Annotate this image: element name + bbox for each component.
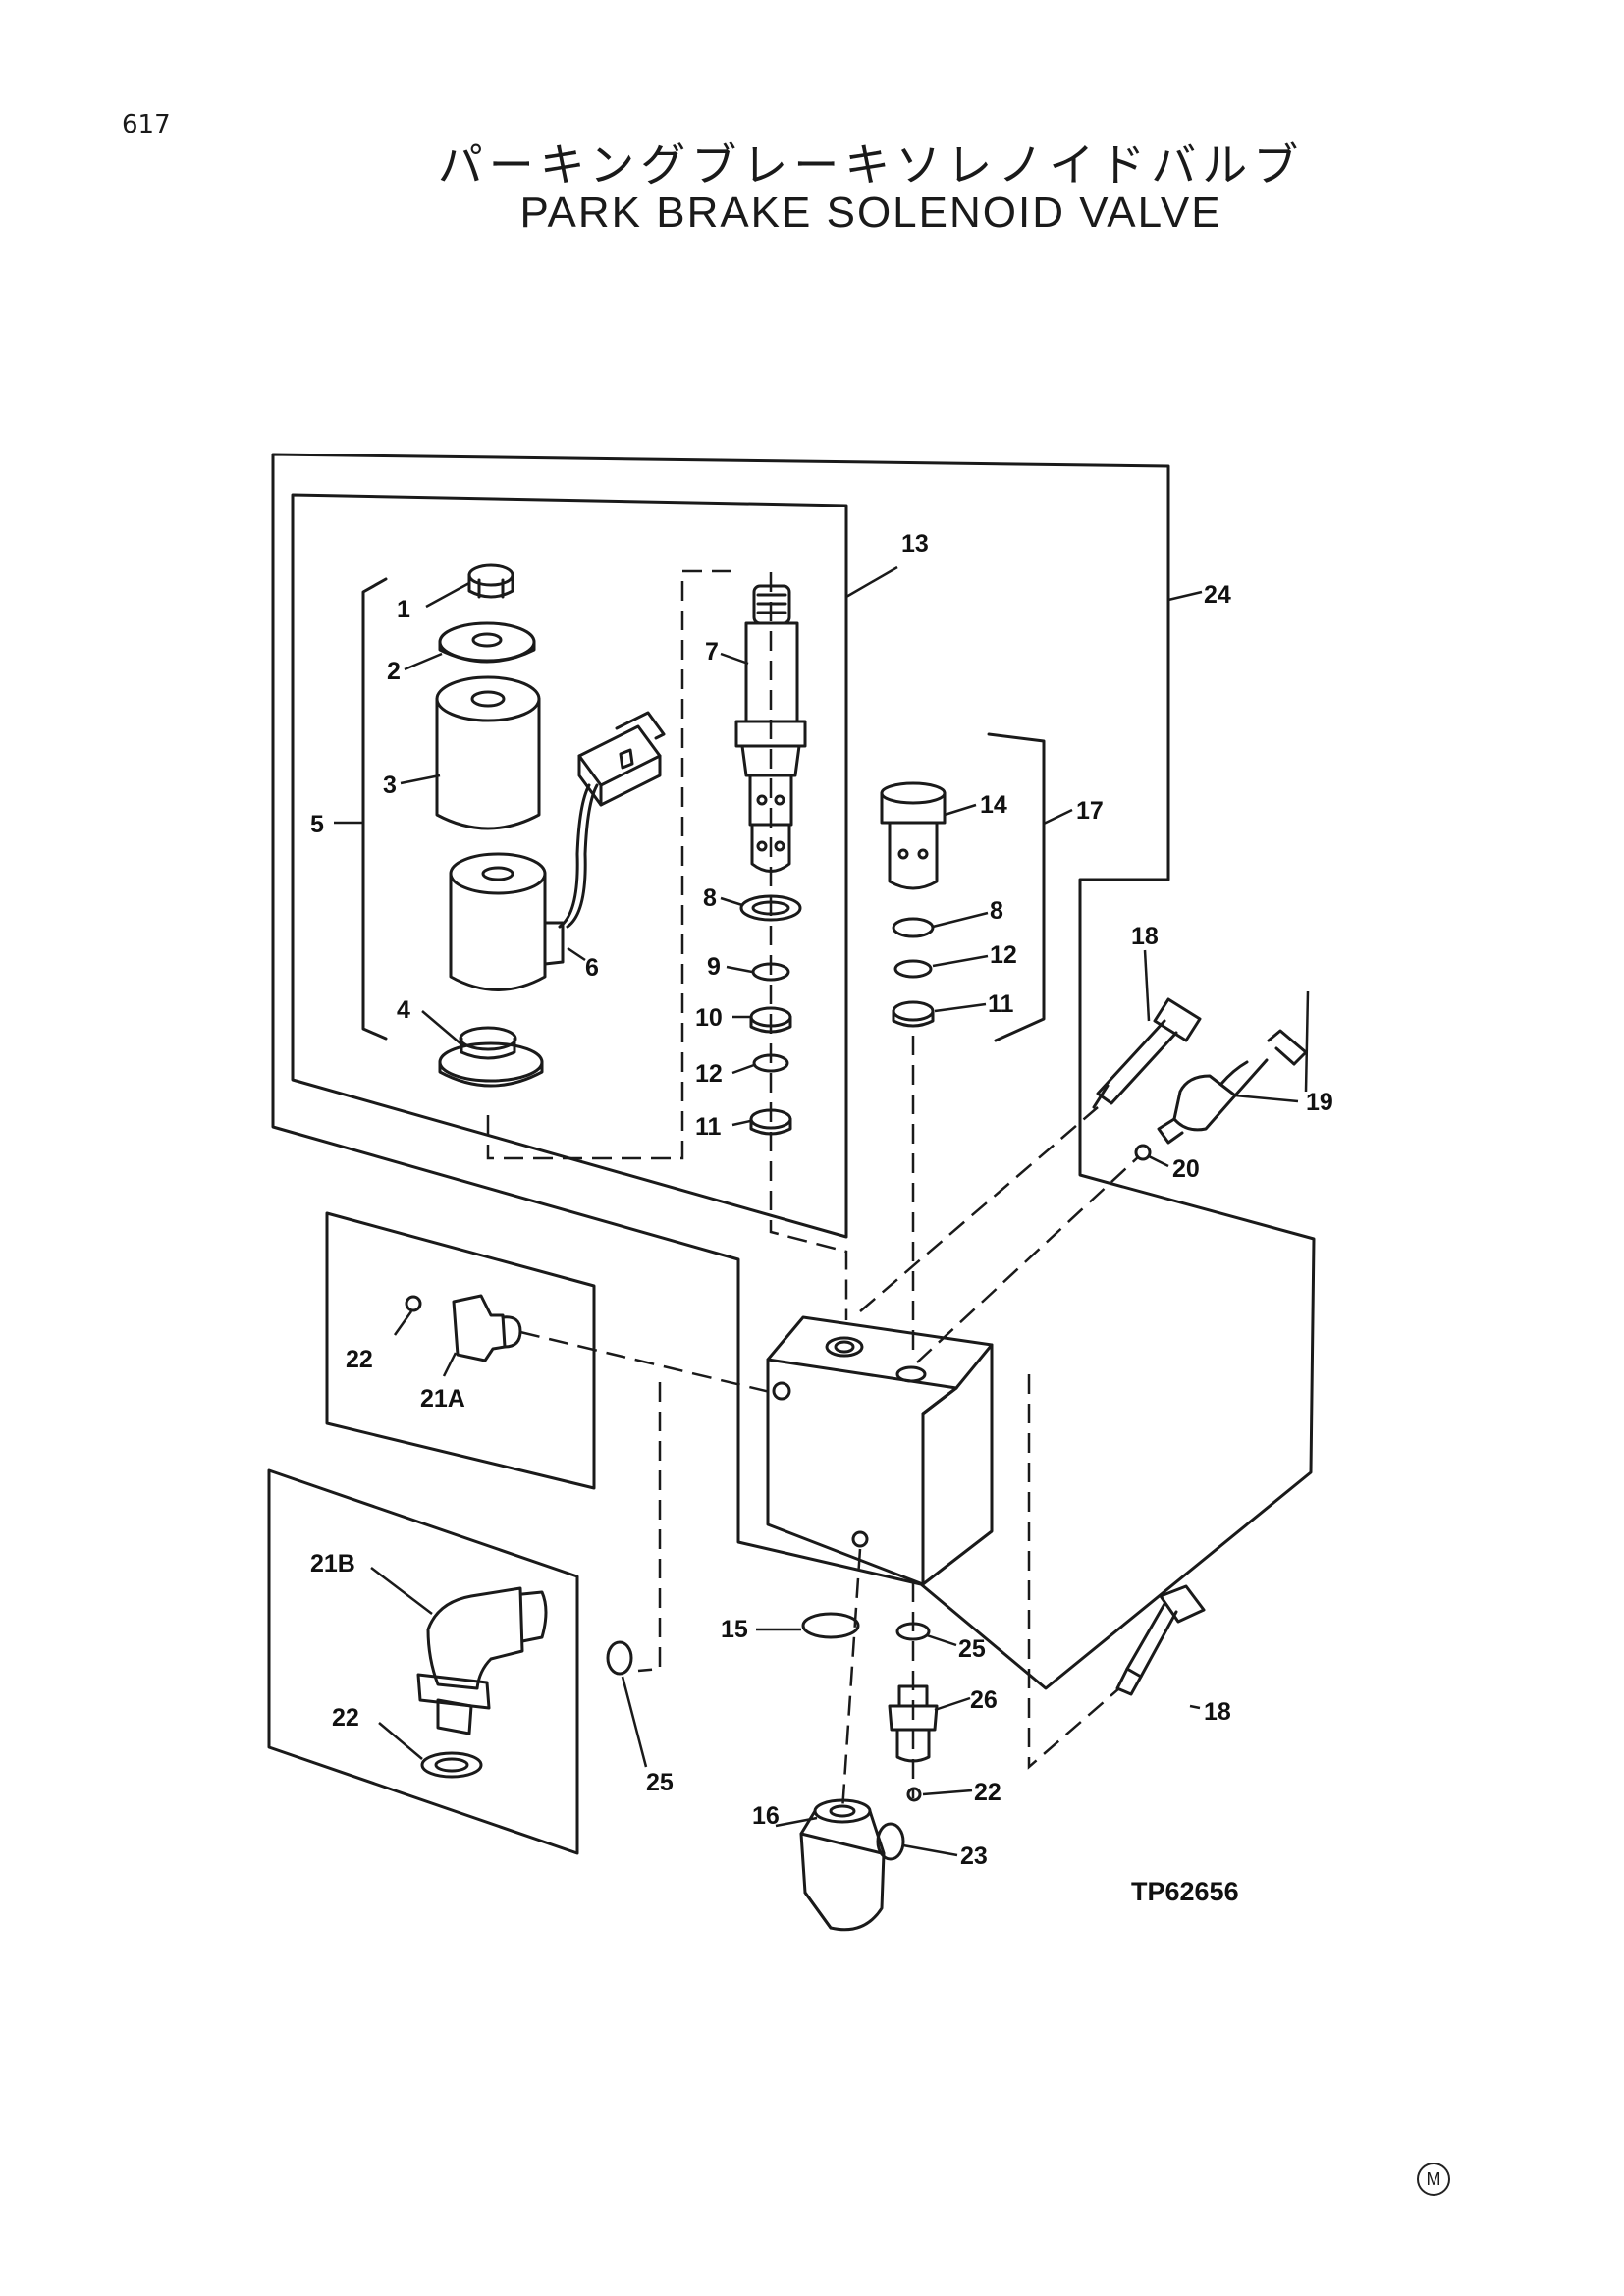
part-14-plug-cartridge <box>880 781 947 890</box>
callout-19: 19 <box>1306 1089 1333 1116</box>
callout-23: 23 <box>960 1842 988 1870</box>
callout-22-b: 22 <box>332 1704 359 1732</box>
part-19-pressure-sensor <box>1157 1029 1308 1145</box>
part-8-oring-b <box>892 917 935 938</box>
callout-1: 1 <box>397 596 410 623</box>
callout-9: 9 <box>707 953 721 981</box>
part-1-nut <box>467 563 514 599</box>
part-6-solenoid-coil <box>449 711 666 991</box>
title-english: PARK BRAKE SOLENOID VALVE <box>519 188 1222 237</box>
part-22-seal-b <box>420 1751 483 1779</box>
bracket-5 <box>361 577 388 1041</box>
part-25-oring-a <box>606 1640 633 1676</box>
callout-11-b: 11 <box>988 990 1014 1018</box>
callout-4: 4 <box>397 996 410 1024</box>
callout-17: 17 <box>1076 797 1104 825</box>
group-frame-21b <box>267 1468 579 1855</box>
callout-6: 6 <box>585 954 599 982</box>
bracket-17 <box>987 732 1046 1042</box>
callout-14: 14 <box>980 791 1007 819</box>
callout-7: 7 <box>705 638 719 666</box>
group-frame-13 <box>291 493 848 1239</box>
page-number: 617 <box>122 110 171 139</box>
part-21b-elbow-fitting <box>416 1586 548 1735</box>
callout-24: 24 <box>1204 581 1231 609</box>
callout-10: 10 <box>695 1004 723 1032</box>
part-23-oring <box>876 1822 905 1861</box>
callout-12-a: 12 <box>695 1060 723 1088</box>
callout-22-c: 22 <box>974 1779 1001 1806</box>
callout-21a: 21A <box>420 1385 465 1413</box>
part-3-coil <box>435 675 541 830</box>
callout-22-a: 22 <box>346 1346 373 1373</box>
title-japanese: パーキングブレーキソレノイドバルブ <box>437 138 1305 191</box>
part-20-washer <box>1134 1144 1152 1161</box>
callout-18-a: 18 <box>1131 923 1159 950</box>
part-4-base <box>438 1026 544 1088</box>
part-7-valve-cartridge <box>734 584 807 873</box>
callout-20: 20 <box>1172 1155 1200 1183</box>
callout-25-b: 25 <box>958 1635 986 1663</box>
registered-mark: M <box>1417 2163 1450 2196</box>
callout-3: 3 <box>383 772 397 799</box>
part-21a-fitting <box>405 1294 522 1362</box>
group-frame-21a <box>325 1211 596 1490</box>
callout-25-a: 25 <box>646 1769 674 1796</box>
part-18-bolt-lower <box>1115 1584 1206 1696</box>
callout-18-b: 18 <box>1204 1698 1231 1726</box>
valve-block <box>766 1315 994 1586</box>
callout-5: 5 <box>310 811 324 838</box>
callout-16: 16 <box>752 1802 780 1830</box>
callout-8-a: 8 <box>703 884 717 912</box>
callout-11-a: 11 <box>695 1113 722 1141</box>
drawing-reference: TP62656 <box>1131 1877 1239 1906</box>
callout-8-b: 8 <box>990 897 1003 925</box>
part-18-bolt-upper <box>1092 997 1202 1109</box>
callout-2: 2 <box>387 658 401 685</box>
part-15-oring <box>801 1612 860 1639</box>
callout-13: 13 <box>901 530 929 558</box>
callout-21b: 21B <box>310 1550 355 1577</box>
part-12-ring-b <box>893 959 933 979</box>
callout-26: 26 <box>970 1686 998 1714</box>
group-frame-24 <box>271 453 1316 1690</box>
part-2-washer <box>438 621 536 664</box>
part-26-fitting <box>888 1684 939 1763</box>
callout-12-b: 12 <box>990 941 1017 969</box>
part-11-nut-b <box>892 1000 935 1028</box>
callout-15: 15 <box>721 1616 748 1643</box>
